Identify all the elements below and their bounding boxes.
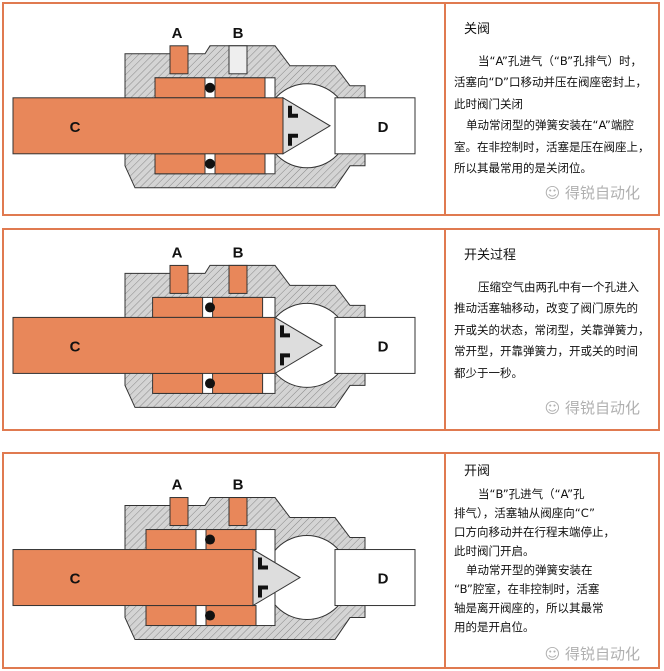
description-body: 压缩空气由两孔中有一个孔进入推动活塞轴移动，改变了阀门原先的开或关的状态，常闭型… xyxy=(454,277,654,385)
piston-b xyxy=(214,77,266,99)
spring-b xyxy=(228,264,248,294)
port-label-d: D xyxy=(378,338,389,355)
description-body: 当“A”孔进气（“B”孔排气）时， 活塞向“D”口移动并压在阀座密封上， 此时阀门关… xyxy=(454,51,654,180)
port-label-c: C xyxy=(70,338,81,355)
description: 开阀 当“B”孔进气（“A”孔排气），活塞轴从阀座向“C” 口方向移动并在行程末端… xyxy=(454,454,654,667)
section-title: 开关过程 xyxy=(464,248,517,263)
valve-diagram: A B C D xyxy=(12,477,416,641)
valve-diagram: A B C D xyxy=(12,25,416,189)
description-line: 此时阀门关闭 xyxy=(454,96,523,111)
description-line: 轴是离开阀座的，所以其最常 xyxy=(454,601,604,615)
valve-plug xyxy=(274,316,323,375)
wechat-icon: ☺ xyxy=(544,399,565,417)
port-label-a: A xyxy=(172,477,183,494)
inlet-pipe-c xyxy=(12,97,284,155)
watermark: ☺ 得锐自动化 xyxy=(544,184,640,202)
port-label-c: C xyxy=(70,119,81,136)
port-label-c: C xyxy=(70,571,81,588)
section-title: 开阀 xyxy=(464,464,491,479)
description-line: 当“B”孔进气（“A”孔 xyxy=(478,487,585,501)
piston-a xyxy=(154,77,206,99)
description-line: 推动活塞轴移动，改变了阀门原先的 xyxy=(454,301,638,315)
outlet-pipe-d xyxy=(334,97,416,155)
o-ring xyxy=(205,302,215,313)
piston-a xyxy=(145,529,197,551)
piston-b xyxy=(212,296,264,318)
description: 关阀 当“A”孔进气（“B”孔排气）时， 活塞向“D”口移动并压在阀座密封上， 此时… xyxy=(454,4,654,214)
port-label-a: A xyxy=(172,25,183,42)
description: 开关过程 压缩空气由两孔中有一个孔进入推动活塞轴移动，改变了阀门原先的开或关的状… xyxy=(454,230,654,429)
diagram-area: A B C D xyxy=(4,4,446,214)
valve-plug xyxy=(252,548,301,607)
description-line: 都少于一秒。 xyxy=(454,365,523,380)
spring-b xyxy=(228,45,248,75)
outlet-pipe-d xyxy=(334,316,416,374)
piston-a-lower xyxy=(154,153,206,175)
piston-a xyxy=(152,296,204,318)
watermark: ☺ 得锐自动化 xyxy=(544,645,640,663)
valve-plug xyxy=(282,96,331,155)
o-ring xyxy=(205,378,215,389)
description-line: 开或关的状态，常闭型，关靠弹簧力， xyxy=(454,322,650,337)
port-label-b: B xyxy=(233,477,244,494)
piston-a-lower xyxy=(145,605,197,627)
description-line: 单动常开型的弹簧安装在 xyxy=(466,563,593,577)
spring-a xyxy=(169,264,189,294)
spring-a xyxy=(169,45,189,75)
inlet-pipe-c xyxy=(12,549,254,607)
panel-transition: A B C D 开关过程 压缩空气由两孔中有一个孔进入推动活塞轴移动，改变了阀门… xyxy=(2,228,660,431)
description-line: “B”腔室，在非控制时，活塞 xyxy=(454,582,600,596)
piston-b-lower xyxy=(214,153,266,175)
diagram-area: A B C D xyxy=(4,230,446,429)
port-label-b: B xyxy=(233,25,244,42)
description-line: 当“A”孔进气（“B”孔排气）时， xyxy=(478,53,643,68)
description-body: 当“B”孔进气（“A”孔排气），活塞轴从阀座向“C” 口方向移动并在行程末端停止，… xyxy=(454,485,654,637)
spring-b xyxy=(228,497,248,527)
o-ring xyxy=(205,82,215,93)
valve-diagram: A B C D xyxy=(12,244,416,408)
o-ring xyxy=(205,534,215,545)
piston-a-lower xyxy=(152,372,204,394)
description-line: 室。在非控制时，活塞是压在阀座上， xyxy=(454,139,650,154)
description-line: 所以其最常用的是关闭位。 xyxy=(454,161,592,175)
description-line: 口方向移动并在行程末端停止， xyxy=(454,525,615,539)
port-label-b: B xyxy=(233,244,244,261)
outlet-pipe-d xyxy=(334,549,416,607)
section-title: 关阀 xyxy=(464,22,491,37)
spring-a xyxy=(169,497,189,527)
piston-b-lower xyxy=(212,372,264,394)
o-ring xyxy=(205,158,215,169)
inlet-pipe-c xyxy=(12,316,276,374)
panel-closed: A B C D 关阀 当“A”孔进气（“B”孔排气）时， 活塞向“D”口移动并压在… xyxy=(2,2,660,216)
description-line: 压缩空气由两孔中有一个孔进入 xyxy=(478,279,639,294)
port-label-d: D xyxy=(378,119,389,136)
port-label-a: A xyxy=(172,244,183,261)
panel-open: A B C D 开阀 当“B”孔进气（“A”孔排气），活塞轴从阀座向“C” 口方向… xyxy=(2,452,660,669)
description-line: 常开型，开靠弹簧力，开或关的时间 xyxy=(454,344,638,358)
description-line: 用的是开启位。 xyxy=(454,620,535,634)
wechat-icon: ☺ xyxy=(544,184,565,202)
o-ring xyxy=(205,610,215,621)
diagram-area: A B C D xyxy=(4,454,446,667)
port-label-d: D xyxy=(378,571,389,588)
description-line: 此时阀门开启。 xyxy=(454,544,535,558)
watermark: ☺ 得锐自动化 xyxy=(544,399,640,417)
description-line: 单动常闭型的弹簧安装在“A”端腔 xyxy=(466,118,634,132)
wechat-icon: ☺ xyxy=(544,645,565,663)
description-line: 活塞向“D”口移动并压在阀座密封上， xyxy=(454,75,647,89)
description-line: 排气），活塞轴从阀座向“C” xyxy=(454,506,595,520)
